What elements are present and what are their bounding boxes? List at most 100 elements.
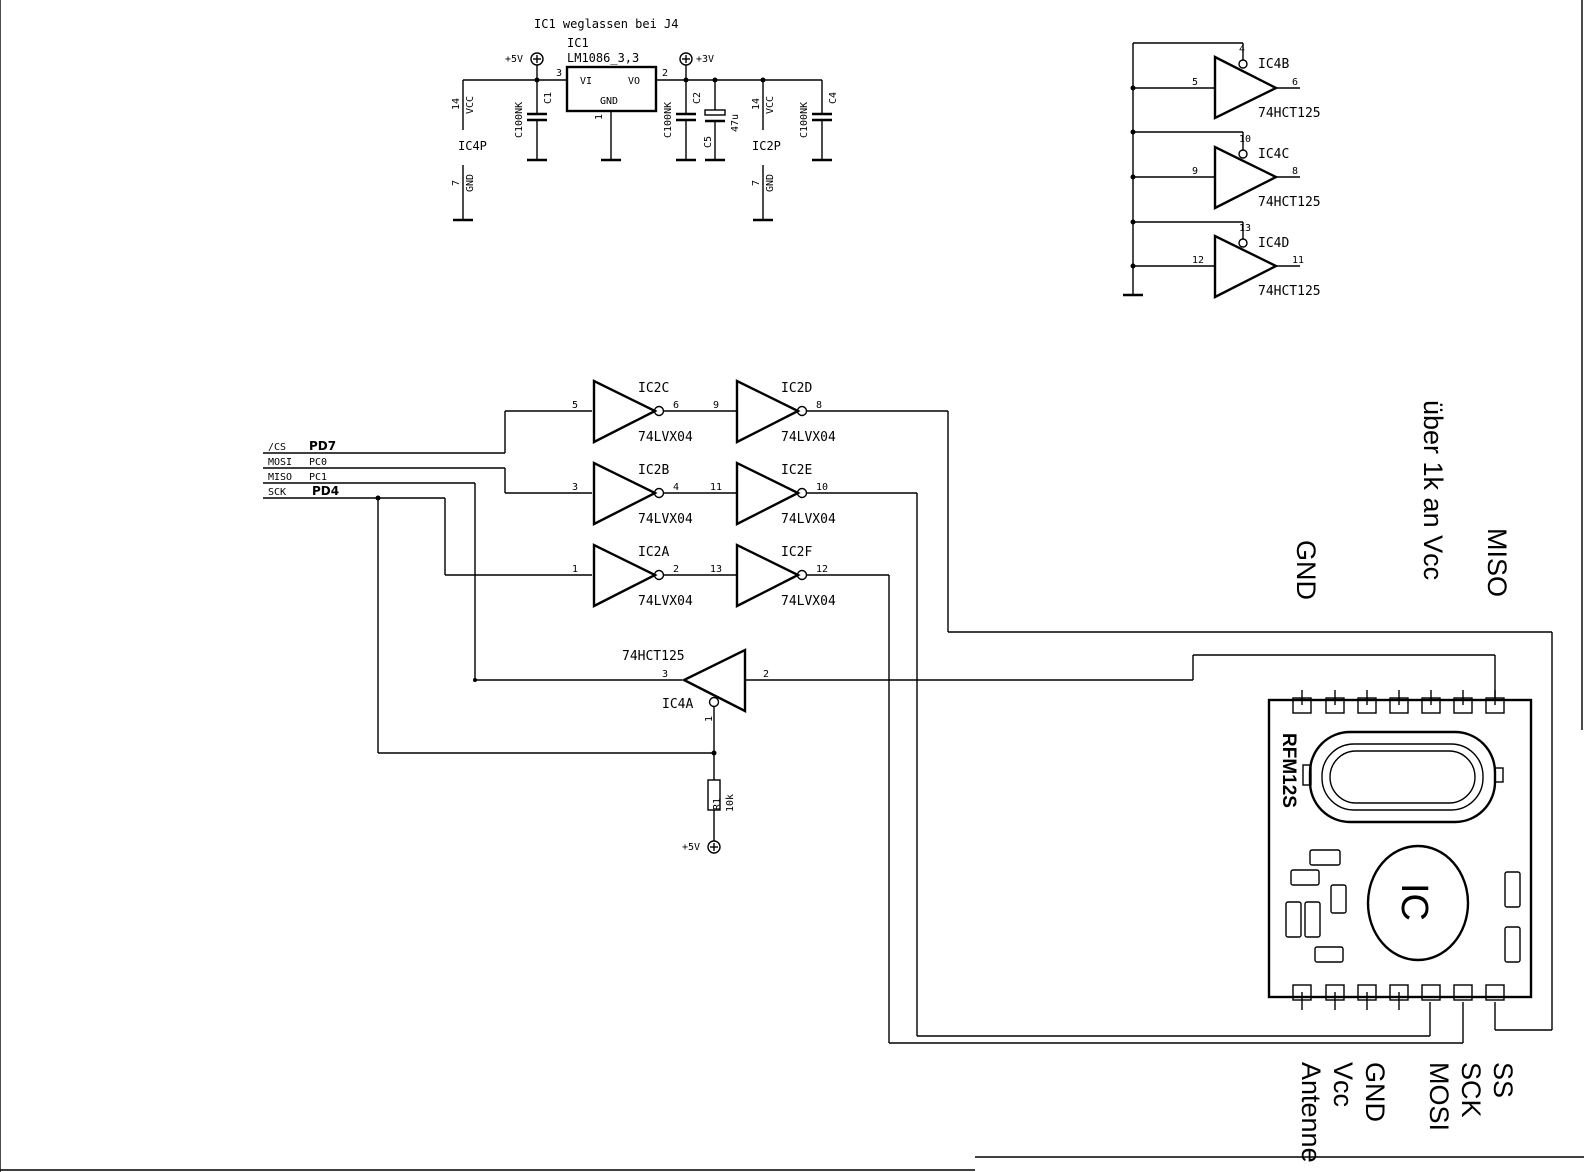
r1-value: 10k [725, 794, 736, 812]
plus3v-label: +3V [696, 54, 714, 65]
ic4c-en-pin: 10 [1239, 134, 1251, 145]
rfm12s-module: RFM12S IC [1267, 690, 1533, 1010]
c2-label: C2 [692, 92, 703, 104]
ic2e-type: 74LVX04 [781, 512, 836, 527]
regulator-pin-out: 2 [662, 68, 668, 79]
ic4p-label: IC4P [458, 139, 487, 153]
ic4a-out-pin: 2 [763, 669, 769, 680]
c5-label: C5 [703, 136, 714, 148]
ic2p-pin7: 7 [751, 180, 762, 186]
ic4c-label: IC4C [1258, 147, 1289, 162]
ic2b-type: 74LVX04 [638, 512, 693, 527]
ic2a-in-pin: 1 [572, 564, 578, 575]
top-label-pullup: über 1k an Vcc [1418, 400, 1448, 580]
ic4p-gnd: GND [465, 174, 476, 192]
ic2p-gnd: GND [765, 174, 776, 192]
regulator-pin-in: 3 [556, 68, 562, 79]
ic4p-pin14: 14 [451, 98, 462, 110]
ic2f-type: 74LVX04 [781, 594, 836, 609]
port-pc0: PC0 [309, 457, 327, 468]
module-name: RFM12S [1278, 733, 1299, 808]
regulator-vi: VI [580, 76, 592, 87]
ic4d-en-pin: 13 [1239, 223, 1251, 234]
bottom-label-ss: SS [1488, 1062, 1518, 1098]
ic4a-label: IC4A [662, 697, 693, 712]
inverter-ic2a-symbol [592, 543, 658, 608]
bottom-label-mosi: MOSI [1424, 1062, 1454, 1131]
ic2f-label: IC2F [781, 545, 812, 560]
ic2e-out-pin: 10 [816, 482, 828, 493]
ic2p-vcc: VCC [765, 96, 776, 114]
ic2a-out-pin: 2 [673, 564, 679, 575]
ic4d-label: IC4D [1258, 236, 1289, 251]
ic2c-label: IC2C [638, 381, 669, 396]
bottom-label-sck: SCK [1456, 1062, 1486, 1118]
c4-label: C4 [828, 92, 839, 104]
buffer-ic4d-symbol [1213, 234, 1279, 299]
inverter-ic2d-symbol [735, 379, 801, 444]
regulator-pin-gnd: 1 [594, 114, 605, 120]
module-outline [1267, 698, 1533, 999]
ic4a-buffer: 74HCT125 3 2 IC4A 1 R1 10k +5V [622, 648, 1193, 854]
ic2a-label: IC2A [638, 545, 669, 560]
inverter-ic2e-symbol [735, 461, 801, 526]
signal-inputs: /CS PD7 MOSI PC0 MISO PC1 SCK PD4 [263, 410, 714, 754]
module-chip-label: IC [1393, 883, 1435, 921]
c5-value: 47u [730, 114, 741, 132]
ic2p-label: IC2P [752, 139, 781, 153]
r1-supply-symbol [707, 840, 721, 854]
bottom-label-vcc: Vcc [1328, 1062, 1358, 1107]
unused-buffers: 4 IC4B 5 6 74HCT125 10 IC4C 9 8 74HCT125… [1123, 42, 1321, 299]
ic2c-out-pin: 6 [673, 400, 679, 411]
ic2e-in-pin: 11 [710, 482, 722, 493]
inverter-ic2f-symbol [735, 543, 801, 608]
crystal-outline [1308, 730, 1497, 824]
r1-supply-label: +5V [682, 842, 700, 853]
plus5v-label: +5V [505, 54, 523, 65]
port-pd4: PD4 [312, 484, 339, 498]
ic4c-out-pin: 8 [1292, 166, 1298, 177]
ic1-note: IC1 weglassen bei J4 [534, 17, 679, 31]
top-label-miso: MISO [1482, 528, 1512, 597]
ic1-value: LM1086_3,3 [567, 51, 639, 65]
ic2b-in-pin: 3 [572, 482, 578, 493]
ic2f-in-pin: 13 [710, 564, 722, 575]
module-top-pads [1292, 690, 1505, 714]
bottom-label-antenne: Antenne [1296, 1062, 1326, 1163]
ic2c-type: 74LVX04 [638, 430, 693, 445]
signal-cs: /CS [268, 442, 286, 453]
inverters: IC2C 5 6 74LVX04 IC2D 9 8 74LVX04 IC2B 3… [572, 379, 948, 609]
bottom-label-gnd: GND [1360, 1062, 1390, 1122]
r1-label: R1 [712, 798, 723, 810]
signal-miso: MISO [268, 472, 292, 483]
regulator-gnd: GND [600, 96, 618, 107]
ic4d-in-pin: 12 [1192, 255, 1204, 266]
regulator-vo: VO [628, 76, 640, 87]
ic2d-out-pin: 8 [816, 400, 822, 411]
power-section: IC1 weglassen bei J4 IC1 LM1086_3,3 VI V… [451, 17, 839, 222]
ic4c-type: 74HCT125 [1258, 195, 1321, 210]
signal-sck: SCK [268, 487, 286, 498]
buffer-ic4b-symbol [1213, 55, 1279, 120]
ic4a-in-pin: 3 [662, 669, 668, 680]
ic4c-in-pin: 9 [1192, 166, 1198, 177]
signal-mosi: MOSI [268, 457, 292, 468]
ic4b-label: IC4B [1258, 57, 1289, 72]
top-label-gnd: GND [1291, 540, 1321, 600]
port-pc1: PC1 [309, 472, 327, 483]
port-pd7: PD7 [309, 439, 336, 453]
ic2e-label: IC2E [781, 463, 812, 478]
ic4b-en-pin: 4 [1239, 44, 1245, 55]
ic2c-in-pin: 5 [572, 400, 578, 411]
module-wiring [888, 411, 1553, 1044]
c1-label: C1 [543, 92, 554, 104]
c4-value: C100NK [799, 102, 810, 138]
ic4a-en-pin: 1 [704, 716, 715, 722]
c1-value: C100NK [514, 102, 525, 138]
ic2d-type: 74LVX04 [781, 430, 836, 445]
c2-value: C100NK [663, 102, 674, 138]
ic4b-in-pin: 5 [1192, 77, 1198, 88]
ic4p-pin7: 7 [451, 180, 462, 186]
ic4d-type: 74HCT125 [1258, 284, 1321, 299]
ic4p-vcc: VCC [465, 96, 476, 114]
